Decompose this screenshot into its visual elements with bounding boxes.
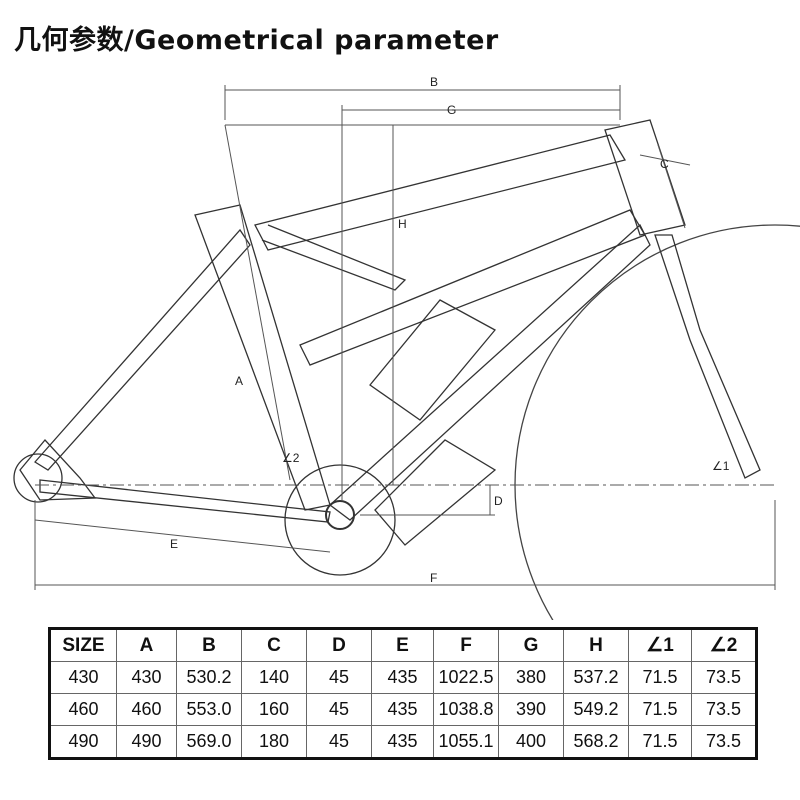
- table-cell: 435: [371, 725, 434, 759]
- table-cell: 430: [116, 661, 177, 694]
- top-tube-lower: [299, 209, 646, 366]
- fork: [654, 234, 761, 479]
- table-cell: 530.2: [176, 661, 242, 694]
- table-cell: 435: [371, 661, 434, 694]
- table-cell: 1055.1: [433, 725, 499, 759]
- table-cell: 73.5: [691, 725, 757, 759]
- table-cell: 160: [241, 693, 307, 726]
- rear-dropout: [19, 439, 97, 501]
- table-cell: 460: [116, 693, 177, 726]
- table-cell: 71.5: [628, 693, 692, 726]
- header-cell: G: [498, 628, 564, 662]
- table-cell: 435: [371, 693, 434, 726]
- label-B: B: [430, 75, 438, 89]
- header-cell: E: [371, 628, 434, 662]
- table-cell: 380: [498, 661, 564, 694]
- table-cell: 71.5: [628, 661, 692, 694]
- seat-stay: [34, 228, 251, 471]
- front-wheel-outline: [514, 224, 800, 620]
- bottle-cage-lower: [374, 439, 497, 546]
- table-cell: 553.0: [176, 693, 242, 726]
- label-C: C: [660, 157, 669, 171]
- header-cell: D: [306, 628, 372, 662]
- table-cell: 45: [306, 725, 372, 759]
- chain-stay: [39, 479, 331, 523]
- head-tube: [604, 119, 686, 236]
- seat-tube: [194, 204, 331, 511]
- header-cell: H: [563, 628, 629, 662]
- label-H: H: [398, 217, 407, 231]
- frame-geometry-diagram: B G H C A D E F ∠2 ∠1: [13, 75, 800, 620]
- table-cell: 140: [241, 661, 307, 694]
- table-cell: 490: [49, 725, 117, 759]
- bottle-cage-upper: [369, 299, 497, 421]
- table-cell: 390: [498, 693, 564, 726]
- label-angle-2: ∠2: [282, 451, 300, 465]
- table-cell: 180: [241, 725, 307, 759]
- label-A: A: [235, 374, 243, 388]
- table-cell: 400: [498, 725, 564, 759]
- table-cell: 537.2: [563, 661, 629, 694]
- header-cell: SIZE: [49, 628, 117, 662]
- label-angle-1: ∠1: [712, 459, 730, 473]
- down-tube: [328, 223, 651, 521]
- header-cell: B: [176, 628, 242, 662]
- table-cell: 71.5: [628, 725, 692, 759]
- header-cell: F: [433, 628, 499, 662]
- table-cell: 460: [49, 693, 117, 726]
- header-cell: C: [241, 628, 307, 662]
- label-D: D: [494, 494, 503, 508]
- label-F: F: [430, 571, 437, 585]
- header-cell: ∠2: [691, 628, 757, 662]
- table-cell: 73.5: [691, 661, 757, 694]
- table-cell: 430: [49, 661, 117, 694]
- header-cell: ∠1: [628, 628, 692, 662]
- label-E: E: [170, 537, 178, 551]
- page-title: 几何参数/Geometrical parameter: [14, 25, 499, 56]
- table-cell: 549.2: [563, 693, 629, 726]
- table-cell: 73.5: [691, 693, 757, 726]
- rear-dropout-circle: [13, 453, 63, 503]
- bottom-bracket: [325, 500, 355, 530]
- table-cell: 45: [306, 693, 372, 726]
- table-cell: 1022.5: [433, 661, 499, 694]
- label-G: G: [447, 103, 456, 117]
- table-cell: 1038.8: [433, 693, 499, 726]
- top-tube-brace: [261, 224, 407, 291]
- header-cell: A: [116, 628, 177, 662]
- table-cell: 45: [306, 661, 372, 694]
- table-cell: 569.0: [176, 725, 242, 759]
- top-tube: [254, 134, 627, 251]
- chainring-circle: [284, 464, 396, 576]
- table-cell: 568.2: [563, 725, 629, 759]
- table-cell: 490: [116, 725, 177, 759]
